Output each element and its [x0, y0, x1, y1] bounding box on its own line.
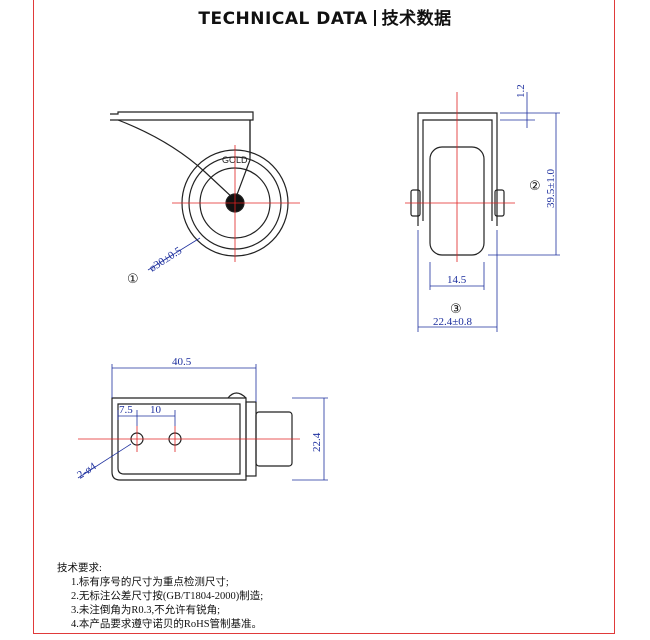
top-plate-inner	[117, 403, 241, 475]
front-bracket-inner	[422, 119, 493, 221]
diameter-leader	[147, 237, 201, 271]
dim-hole-offset: 7.5	[119, 404, 133, 416]
top-plate	[111, 397, 247, 481]
note-item-2: 2.无标注公差尺寸按(GB/T1804-2000)制造;	[71, 591, 264, 602]
dim-height: 39.5±1.0	[545, 168, 557, 208]
side-mount-plate	[110, 111, 254, 121]
dim-wheel-width: 14.5	[447, 274, 467, 286]
top-dimension-lines	[77, 364, 328, 481]
drawing-frame	[33, 0, 615, 634]
dim-overall-width: 22.4±0.8	[433, 316, 473, 328]
side-view	[110, 111, 289, 257]
front-view	[410, 112, 505, 256]
dim-diameter: ø30±0.5	[147, 244, 184, 274]
note-item-1: 1.标有序号的尺寸为重点检测尺寸;	[71, 577, 229, 588]
dim-plate-length: 40.5	[172, 356, 192, 368]
dim-top-gap: 1.2	[515, 84, 527, 98]
note-item-4: 4.本产品要求遵守诺贝的RoHS管制基准。	[71, 619, 263, 630]
top-view	[111, 392, 293, 481]
page-title: TECHNICAL DATA 技术数据	[0, 4, 650, 29]
front-dimension-lines	[417, 92, 560, 332]
side-bracket	[117, 119, 251, 202]
title-english: TECHNICAL DATA	[198, 9, 368, 29]
dim-hole-pitch: 10	[150, 404, 162, 416]
dim-plate-width: 22.4	[311, 432, 323, 452]
front-centerlines	[405, 92, 515, 262]
note-item-3: 3.未注倒角为R0.3,不允许有锐角;	[71, 605, 221, 616]
title-separator	[373, 10, 376, 26]
top-centerlines	[78, 426, 300, 452]
title-chinese: 技术数据	[381, 9, 452, 29]
diameter-leader-line	[147, 237, 201, 271]
side-centerlines	[172, 145, 300, 262]
marker-2: ②	[529, 179, 541, 194]
top-wheel-bump	[227, 392, 247, 399]
marker-3: ③	[450, 302, 462, 317]
dim-hole-dia: 2-ø4	[75, 460, 99, 481]
front-bracket-outer	[417, 112, 498, 226]
notes-heading: 技术要求:	[57, 563, 102, 574]
marker-1: ①	[127, 272, 139, 287]
hole-leader	[77, 443, 132, 479]
technical-notes: 技术要求: 1.标有序号的尺寸为重点检测尺寸; 2.无标注公差尺寸按(GB/T1…	[57, 562, 263, 632]
